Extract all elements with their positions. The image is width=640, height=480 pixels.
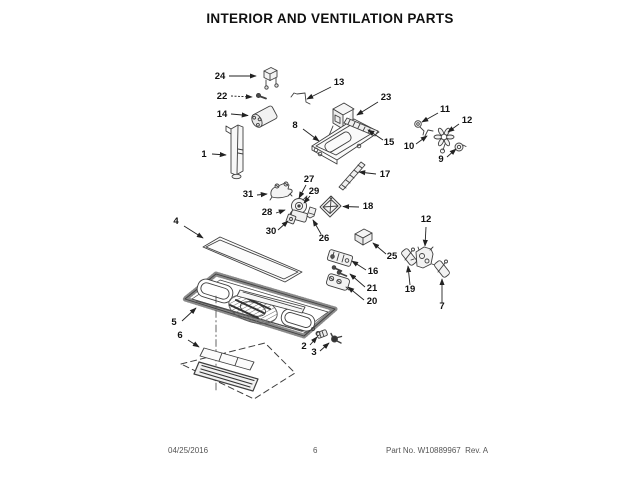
callout-28: 28 <box>262 207 273 218</box>
callout-16: 16 <box>368 266 379 277</box>
callout-3: 3 <box>311 347 316 358</box>
callout-24: 24 <box>215 71 226 82</box>
part-screw-3-drawing <box>330 332 343 344</box>
part-vent-motor-12-drawing <box>410 246 437 269</box>
part-turntable-shaft-drawing <box>338 161 366 191</box>
part-capacitor-box-25-drawing <box>354 228 373 246</box>
callout-9: 9 <box>438 154 443 165</box>
part-grease-duct-drawing <box>225 124 244 180</box>
callout-29: 29 <box>309 186 320 197</box>
part-support-bracket-31-drawing <box>269 181 293 201</box>
footer-page-number: 6 <box>313 446 318 455</box>
callout-10: 10 <box>404 141 415 152</box>
callout-8: 8 <box>292 120 297 131</box>
callout-27: 27 <box>304 174 315 185</box>
callout-13: 13 <box>334 77 345 88</box>
callout-11: 11 <box>440 104 451 115</box>
callout-6: 6 <box>177 330 182 341</box>
part-bracket-26-drawing <box>306 206 317 219</box>
leader-lines <box>181 73 460 352</box>
part-latch-bracket-drawing <box>263 67 279 90</box>
part-fuse-holder-drawing <box>251 105 278 128</box>
part-clip-11-drawing <box>414 120 425 136</box>
callout-5: 5 <box>171 317 177 328</box>
part-wire-clip-drawing <box>290 92 311 105</box>
callout-1: 1 <box>201 149 207 160</box>
callout-2: 2 <box>301 341 306 352</box>
part-cover-plate-18-drawing <box>319 195 342 218</box>
callout-22: 22 <box>217 91 228 102</box>
page-title: INTERIOR AND VENTILATION PARTS <box>206 11 454 26</box>
part-damper-19-drawing <box>401 247 417 266</box>
part-shelf-tray-drawing <box>202 236 303 283</box>
callout-12a: 12 <box>462 115 473 126</box>
callout-30: 30 <box>266 226 277 237</box>
part-screw-22-drawing <box>255 92 267 100</box>
callout-7: 7 <box>439 301 444 312</box>
part-grommet-9-drawing <box>454 142 467 152</box>
callout-15: 15 <box>384 137 395 148</box>
callout-25: 25 <box>387 251 398 262</box>
callout-14: 14 <box>217 109 228 120</box>
callout-23: 23 <box>381 92 392 103</box>
callout-17: 17 <box>380 169 391 180</box>
part-damper-7-drawing <box>434 259 450 278</box>
callout-4: 4 <box>173 216 179 227</box>
part-terminal-bracket-16-drawing <box>326 249 354 267</box>
callout-18: 18 <box>363 201 374 212</box>
callout-21: 21 <box>367 283 378 294</box>
callout-31: 31 <box>243 189 254 200</box>
part-base-plate-drawing <box>182 271 338 339</box>
part-vent-duct-assembly-drawing <box>311 102 380 165</box>
callout-26: 26 <box>319 233 330 244</box>
callout-12b: 12 <box>421 214 432 225</box>
callout-19: 19 <box>405 284 416 295</box>
callout-20: 20 <box>367 296 378 307</box>
part-screws-21-drawing <box>331 265 348 277</box>
footer-part-number: Part No. W10889967 Rev. A <box>386 446 489 455</box>
part-hook-10-drawing <box>424 129 434 137</box>
part-bracket-20-drawing <box>326 273 350 291</box>
part-fan-blade-drawing <box>433 127 455 154</box>
part-bolt-2-drawing <box>315 329 328 339</box>
footer-date: 04/25/2016 <box>168 446 209 455</box>
part-vent-grille-area-drawing <box>180 295 296 400</box>
